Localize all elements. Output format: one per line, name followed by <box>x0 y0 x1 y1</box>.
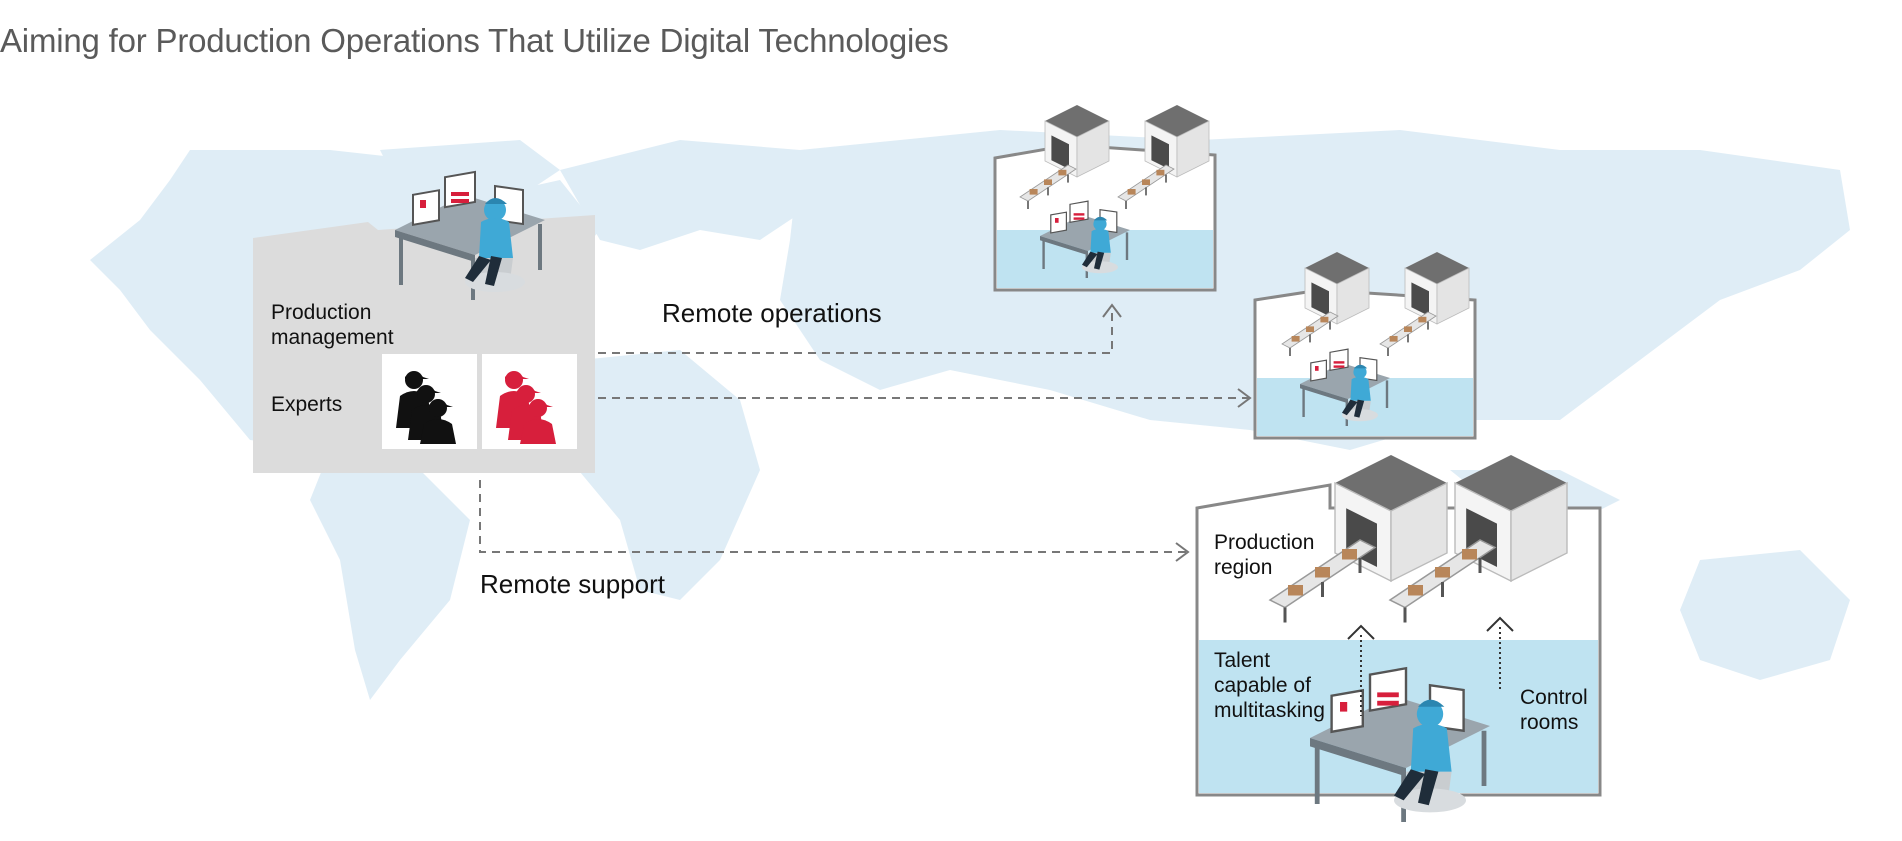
site-2 <box>1253 251 1477 440</box>
site-1 <box>993 104 1217 292</box>
hq-panel <box>253 169 595 473</box>
europe-shape <box>560 140 820 250</box>
africa-shape <box>550 350 760 600</box>
remote-support-path <box>479 480 1190 562</box>
remote-operations-label: Remote operations <box>662 298 882 328</box>
production-management-label: Production management <box>271 301 394 349</box>
up-arrow-2 <box>1486 616 1514 632</box>
experts-label: Experts <box>271 393 343 416</box>
remote-ops-path-1 <box>598 303 1122 354</box>
production-region-label: Production region <box>1214 531 1315 579</box>
talent-label: Talent capable of multitasking <box>1214 649 1325 722</box>
page-title: Aiming for Production Operations That Ut… <box>0 22 949 59</box>
control-rooms-label: Control rooms <box>1520 686 1588 734</box>
remote-support-label: Remote support <box>480 569 665 599</box>
production-site <box>1195 454 1602 822</box>
south-america-shape <box>310 450 470 700</box>
up-arrow-1 <box>1347 624 1375 640</box>
flow-connectors <box>479 303 1252 562</box>
australia-shape <box>1680 550 1850 680</box>
